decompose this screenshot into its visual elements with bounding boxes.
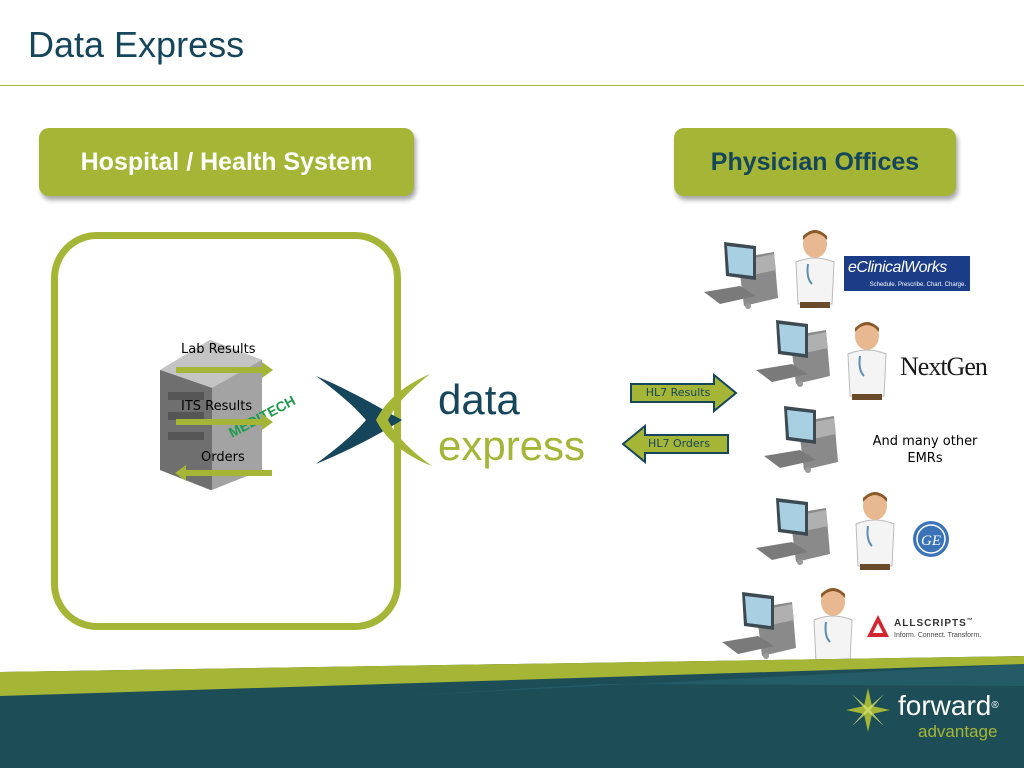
computer-icon [722,592,796,659]
doctor-icon [847,322,887,400]
eclinicalworks-tagline: Schedule. Prescribe. Chart. Charge. [869,282,966,288]
data-express-logo: data express [316,374,585,469]
its-results-arrow [176,414,273,430]
nextgen-logo: NextGen [900,352,988,381]
advantage-brand-word: advantage [918,722,998,741]
express-word: express [438,422,585,469]
forward-brand-word: forward® [898,692,999,720]
computer-icon [756,320,830,387]
lab-results-arrow [176,362,273,378]
allscripts-wordmark: ALLSCRIPTS [894,618,967,629]
ge-logo-icon: GE [913,521,949,557]
data-word: data [438,376,520,423]
allscripts-name: ALLSCRIPTS™ [894,618,974,629]
computer-icon [764,406,838,473]
hl7-results-label: HL7 Results [645,386,711,399]
forward-text: forward [898,690,992,721]
hl7-orders-arrow [621,423,729,465]
allscripts-logo-icon [867,615,889,637]
computer-icon [704,242,778,309]
ge-logo-text: GE [921,533,941,549]
registered-mark: ® [991,700,999,711]
physician-offices-tag: Physician Offices [674,128,956,196]
its-results-label: ITS Results [181,399,253,414]
orders-label: Orders [201,450,245,465]
lab-results-label: Lab Results [181,342,256,357]
slide-title: Data Express [28,24,245,65]
hospital-container [51,232,401,630]
hl7-results-arrow [630,372,738,414]
allscripts-tagline: Inform. Connect. Transform. [894,632,982,639]
title-divider [0,85,1024,86]
orders-arrow [175,465,272,481]
hospital-health-system-tag: Hospital / Health System [39,128,414,196]
allscripts-trademark: ™ [966,618,974,624]
eclinicalworks-logo: eClinicalWorks Schedule. Prescribe. Char… [844,256,970,291]
many-other-emrs-note: And many other EMRs [872,434,978,466]
computer-icon [756,498,830,565]
footer-band [0,656,1024,768]
doctor-icon [855,492,895,570]
doctor-icon [795,230,835,308]
forward-advantage-star-icon [846,688,890,732]
doctor-icon [813,588,853,666]
eclinicalworks-name: eClinicalWorks [848,259,947,276]
hl7-orders-label: HL7 Orders [648,437,710,450]
